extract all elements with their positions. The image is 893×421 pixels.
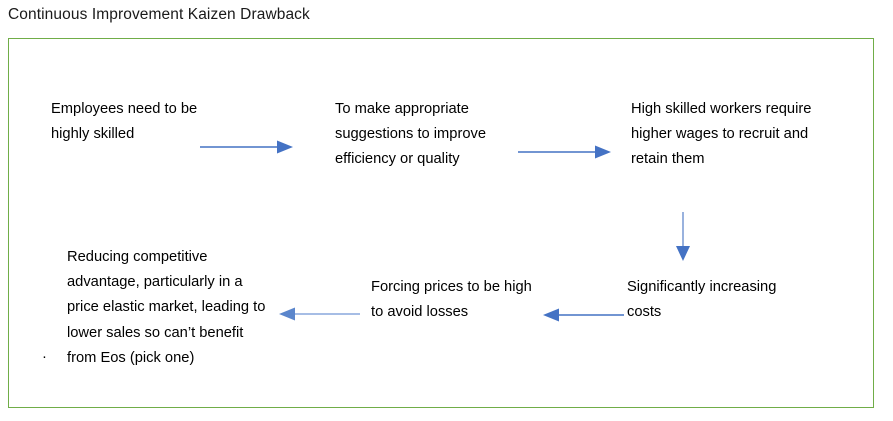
arrow-down-icon-wages-to-costs: [676, 212, 690, 261]
arrow-left-icon-costs-to-prices: [543, 308, 624, 322]
flow-node-forcing-prices: Forcing prices to be high to avoid losse…: [371, 279, 532, 321]
arrow-right-icon-skilled-to-suggestions: [200, 140, 293, 154]
flow-node-suggestions: To make appropriate suggestions to impro…: [335, 101, 487, 168]
diagram-container: Employees need to be highly skilled To m…: [8, 38, 874, 408]
bullet-marker-icon: ·: [42, 349, 47, 365]
arrow-right-icon-suggestions-to-wages: [518, 145, 611, 159]
flow-node-high-wages: High skilled workers require higher wage…: [631, 101, 812, 168]
flow-node-increasing-costs: Significantly increasing costs: [627, 279, 777, 321]
arrow-left-icon-prices-to-reducing: [279, 307, 360, 321]
flow-node-employees-skilled: Employees need to be highly skilled: [51, 101, 198, 143]
flow-node-reducing-advantage: Reducing competitive advantage, particul…: [67, 249, 266, 366]
page-title: Continuous Improvement Kaizen Drawback: [8, 6, 310, 23]
